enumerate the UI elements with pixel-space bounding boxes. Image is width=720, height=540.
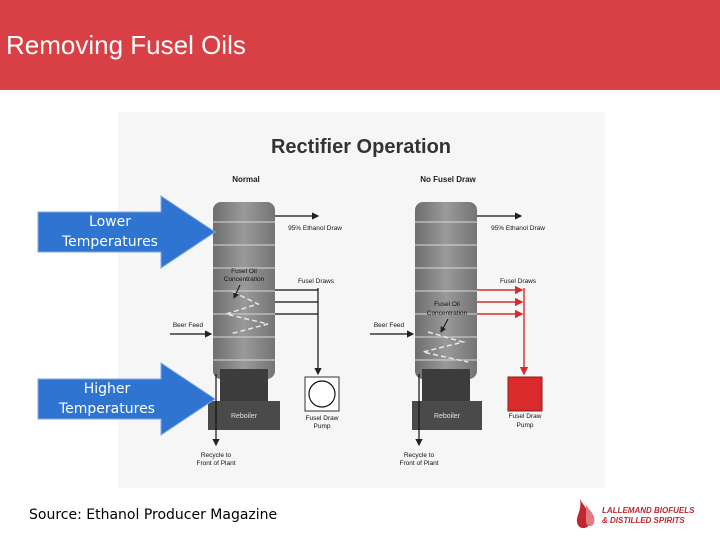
normal-column: Fusel Oil Concentration Reboiler Recycle… <box>170 202 342 467</box>
no-draw-ethanol-draw-label: 95% Ethanol Draw <box>491 225 545 232</box>
source-citation: Source: Ethanol Producer Magazine <box>29 507 278 523</box>
normal-reboiler-label: Reboiler <box>231 413 258 420</box>
higher-temperatures-arrow <box>37 362 216 436</box>
lower-temperatures-arrow <box>37 195 216 269</box>
normal-label: Normal <box>232 175 260 184</box>
no-fusel-draw-label: No Fusel Draw <box>420 175 476 184</box>
normal-ethanol-draw-label: 95% Ethanol Draw <box>288 225 342 232</box>
logo-line-1: LALLEMAND BIOFUELS <box>602 506 695 515</box>
normal-fusel-oil-label: Fusel Oil <box>231 268 257 275</box>
title-bar: Removing Fusel Oils <box>0 0 720 90</box>
normal-concentration-label: Concentration <box>224 276 265 283</box>
no-draw-pump-label-2: Pump <box>517 422 534 429</box>
lallemand-logo-icon <box>576 499 595 529</box>
normal-pump-icon <box>308 380 336 408</box>
no-draw-fusel-oil-label: Fusel Oil <box>434 301 460 308</box>
no-draw-beer-feed-label: Beer Feed <box>374 322 405 329</box>
lower-label-line1: Lower <box>89 214 131 230</box>
higher-label-line2: Temperatures <box>59 401 155 417</box>
rectifier-diagram-svg: Rectifier Operation Normal No Fusel Draw… <box>170 136 545 467</box>
lower-label-line2: Temperatures <box>62 234 158 250</box>
no-draw-column-trays <box>415 221 477 361</box>
no-draw-reboiler-top <box>422 369 470 401</box>
diagram-title: Rectifier Operation <box>271 136 451 158</box>
no-draw-fusel-draws-label: Fusel Draws <box>500 278 537 285</box>
normal-recycle-label-2: Front of Plant <box>196 460 235 467</box>
normal-concentration-pointer <box>233 284 241 299</box>
logo-line-2: & DISTILLED SPIRITS <box>602 516 685 525</box>
normal-reboiler <box>208 401 280 430</box>
no-draw-recycle-label-1: Recycle to <box>404 452 435 459</box>
normal-pump-label-2: Pump <box>314 423 331 430</box>
no-draw-concentration-label: Concentration <box>427 310 468 317</box>
no-draw-reboiler <box>412 401 482 430</box>
higher-label-line1: Higher <box>83 381 131 397</box>
normal-reboiler-top <box>220 369 268 401</box>
no-draw-pump-icon <box>507 376 543 412</box>
lower-temperatures-label: Lower Temperatures <box>40 212 180 252</box>
no-draw-fusel-zone-dashes <box>422 331 469 363</box>
normal-recycle-label-1: Recycle to <box>201 452 232 459</box>
no-fusel-draw-column: Fusel Oil Concentration Reboiler Recycle… <box>370 202 545 467</box>
normal-column-trays <box>213 221 275 361</box>
no-draw-concentration-pointer <box>440 318 449 333</box>
higher-temperatures-label: Higher Temperatures <box>37 379 177 419</box>
no-draw-reboiler-label: Reboiler <box>434 413 461 420</box>
no-draw-recycle-label-2: Front of Plant <box>399 460 438 467</box>
normal-fusel-draws-label: Fusel Draws <box>298 278 335 285</box>
normal-pump-label-1: Fusel Draw <box>306 415 339 422</box>
rectifier-diagram: Rectifier Operation Normal No Fusel Draw… <box>118 112 605 488</box>
normal-beer-feed-label: Beer Feed <box>173 322 204 329</box>
normal-fusel-zone-dashes <box>223 291 269 335</box>
no-draw-pump-label-1: Fusel Draw <box>509 413 542 420</box>
slide-title: Removing Fusel Oils <box>6 30 246 60</box>
